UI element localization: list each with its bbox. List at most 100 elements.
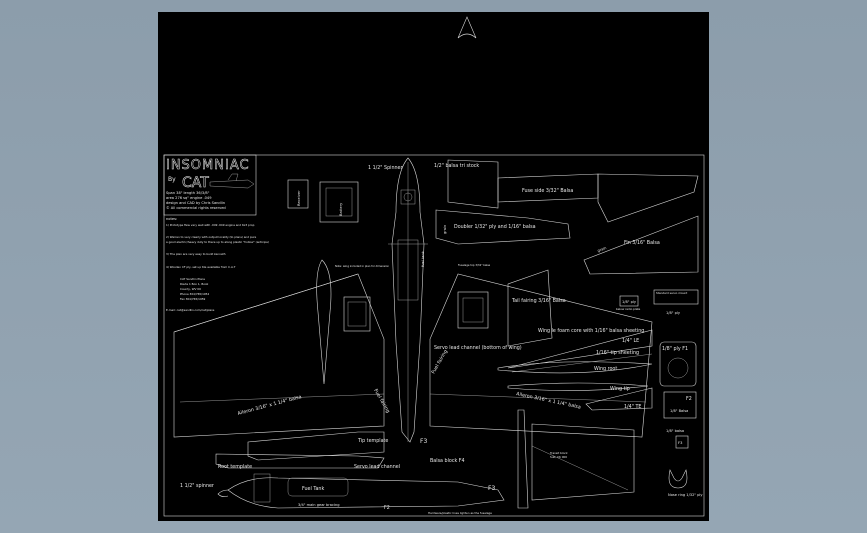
balsa-block-label: 1/2" balsa tri stock: [434, 163, 479, 169]
address-4: Phone 304/765/1952: [180, 292, 209, 296]
radio-box-battery-label: Battery: [339, 202, 343, 216]
fin-part: [583, 215, 699, 275]
wing-root-label: Wing root: [594, 366, 617, 372]
ply-plate-label: 1/8" ply: [622, 300, 637, 304]
former-f2: [663, 391, 697, 419]
note-5: 4) Wooden CF ply, set up tile available …: [166, 265, 236, 269]
fuselage-side-outline: [227, 477, 505, 509]
title-block: INSOMNIAC By CAT Span 38" length 36/3/8"…: [163, 154, 269, 312]
top-f3-label: F3: [420, 438, 427, 445]
former-f3-note: 1/8" balsa: [666, 429, 684, 433]
spec-line-2: area 276 sq" engine .049: [166, 196, 212, 200]
former-f2-note: 1/8" Balsa: [670, 409, 688, 413]
left-servo-box: [343, 296, 371, 332]
plane-logo-icon: [209, 173, 255, 189]
address-2: Route 1 Box 1, Book: [180, 282, 209, 286]
address-6: E-mail: cat@sandlin.com/cat/plans: [166, 308, 215, 312]
side-fuel-tank-label: Fuel Tank: [302, 486, 324, 492]
drawing-sheet[interactable]: INSOMNIAC By CAT Span 38" length 36/3/8"…: [158, 12, 709, 521]
former-f1: [659, 341, 697, 387]
radio-box-battery: [319, 181, 359, 223]
fuel-tank-top-label: fuel tank: [421, 250, 425, 267]
drawing-frame: [163, 154, 705, 517]
side-spinner: [217, 489, 229, 497]
nose-ring-part: [668, 469, 688, 489]
transit-block-label: Transit block: [549, 451, 568, 455]
center-note: Fuselage top 3/32" balsa: [458, 263, 491, 267]
right-wing-outline: [429, 273, 653, 438]
tip-template-label: Tip template: [357, 438, 388, 444]
address-3: County, WV 00: [180, 287, 201, 291]
note-4: 3) The plan are very easy to build kenne…: [166, 252, 226, 256]
side-engine: [253, 473, 271, 503]
wing-tip-label: Wing tip: [610, 386, 630, 392]
fin-label: Fin 3/16" Balsa: [624, 240, 660, 246]
address-5: Fax 304/765/1959: [180, 297, 206, 301]
north-arrow-icon: [457, 16, 477, 39]
tail-fairing-part: [507, 269, 553, 347]
wing-root-airfoil: [497, 361, 653, 374]
spec-line-4: © All commercial rights reserved: [166, 206, 226, 210]
left-wing-le: [173, 273, 359, 333]
ply-plate-note: below radio plate: [616, 307, 641, 311]
address-1: CAT Sandlin Plans: [180, 277, 205, 281]
former-f3-label: F3: [678, 441, 682, 445]
balsa-block-side-label: Balsa block F4: [430, 458, 465, 464]
servo-channel-label: Servo lead channel (bottom of wing): [434, 345, 522, 351]
cad-drawing: INSOMNIAC By CAT Span 38" length 36/3/8"…: [163, 16, 705, 517]
wing-rib-side-view: [316, 259, 332, 385]
ply-plate: [619, 295, 639, 307]
nose-ring-label: Nose ring 1/32" ply: [668, 493, 703, 497]
te-label: 1/4" TE: [624, 404, 641, 410]
tray-note: Standard servo mount: [656, 291, 688, 295]
le-label: 1/4" LE: [622, 338, 639, 344]
doubler-part: [435, 209, 571, 245]
left-aileron-hinge: [179, 393, 385, 403]
transit-block: [531, 423, 635, 501]
side-f2-label: F2: [384, 505, 390, 511]
sheeting-note: Wing le foam core with 1/16" balsa sheet…: [538, 328, 644, 334]
transit-block-note: Sub, C6 000: [550, 455, 567, 459]
right-servo-box: [457, 291, 489, 329]
fuse-side-part: [497, 173, 599, 203]
root-template: [215, 453, 385, 469]
tail-fairing-label: Tail fairing 3/16" Balsa: [511, 298, 566, 304]
landing-gear-label: 3/4" main gear bracing: [298, 503, 340, 507]
former-f1-hole: [667, 357, 689, 379]
fuse-side-label: Fuse side 3/32" Balsa: [522, 188, 573, 194]
radio-bay: [397, 239, 419, 301]
former-f1-label: 1/8" ply F1: [662, 346, 688, 352]
grain-label-1: grain: [443, 225, 447, 234]
tip-sheeting-label: 1/16" tip sheeting: [596, 350, 639, 356]
right-aileron-label: Aileron 3/16" x 1 1/4" balsa: [516, 391, 582, 411]
fuselage-top-outline: [391, 157, 425, 443]
note-1: 1) Prototype flew very well with .049 .0…: [166, 223, 255, 227]
radio-box-battery-inner: [325, 187, 353, 217]
note-2: 2) Warren to very clearly with output lo…: [166, 235, 257, 239]
side-f3-label: F3: [488, 485, 495, 492]
right-servo-inner: [462, 297, 484, 323]
tip-sheeting-line: [511, 353, 653, 373]
right-fuel-fairing-label: Fuel fairing: [431, 349, 450, 375]
former-f2-label: F2: [686, 396, 692, 402]
balsa-block-part: [447, 159, 499, 209]
te-strip: [585, 387, 653, 411]
tip-template: [247, 431, 385, 461]
engine-icon: [403, 192, 413, 202]
radio-box-receiver: [287, 179, 309, 209]
wing-side-strip: [517, 409, 529, 509]
brand-logo: CAT: [182, 175, 209, 191]
title-box: [163, 154, 257, 216]
right-aileron-hinge: [429, 393, 647, 403]
engine-mount: [400, 189, 416, 205]
left-fuel-fairing-label: Fuel fairing: [372, 388, 391, 414]
note-3: a good electric/heavy duty to there up t…: [166, 240, 269, 244]
wing-note: Note: wing included in plan for dimensio…: [335, 264, 389, 268]
side-fuel-tank: [287, 477, 349, 497]
grain-label-2: grain: [597, 246, 607, 253]
transit-block-diagonal: [531, 445, 629, 491]
spinner-top-label: 1 1/2" Spinner: [368, 165, 402, 171]
servo-tray: [653, 289, 699, 305]
fuse-side-tail: [597, 173, 699, 223]
former-f3: [675, 435, 689, 449]
